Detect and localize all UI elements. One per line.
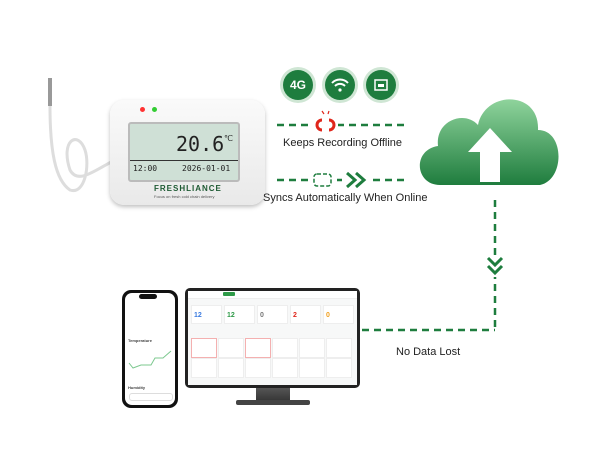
online-label: Syncs Automatically When Online: [263, 192, 428, 204]
red-led: [140, 107, 145, 112]
temperature-reading: 20.6: [176, 132, 225, 156]
double-chevron-down-icon: [486, 255, 504, 277]
offline-label: Keeps Recording Offline: [283, 137, 403, 149]
phone-temperature-chart: [128, 350, 172, 369]
desktop-monitor: 12 12 0 2 0: [185, 288, 360, 388]
data-logger-device: 20.6 ℃ 12:00 2026-01-01 FRESHLIANCE Focu…: [110, 100, 265, 205]
monitor-stand: [256, 388, 290, 402]
double-chevron-right-icon: [342, 171, 372, 189]
link-icon: [310, 172, 336, 188]
temperature-unit: ℃: [224, 134, 233, 143]
brand-tagline: Focus on fresh cold chain delivery: [154, 194, 215, 199]
ethernet-icon: [366, 70, 396, 100]
no-data-lost-label: No Data Lost: [396, 346, 461, 358]
monitor-base: [236, 400, 310, 405]
4g-icon: 4G: [283, 70, 313, 100]
wifi-icon: [325, 70, 355, 100]
time-reading: 12:00: [133, 164, 158, 173]
web-dashboard: 12 12 0 2 0: [188, 291, 357, 385]
temperature-probe: [48, 78, 116, 192]
cloud-upload-icon: [419, 99, 559, 185]
stat-card: 0: [257, 305, 288, 324]
green-led: [152, 107, 157, 112]
phone-chart-title: Temperature: [128, 338, 152, 343]
lcd-display: 20.6 ℃ 12:00 2026-01-01: [128, 122, 240, 182]
brand-logo: FRESHLIANCE: [154, 184, 222, 193]
smartphone-app: Temperature Humidity: [122, 290, 178, 408]
stat-card: 2: [290, 305, 321, 324]
stat-card: 12: [224, 305, 255, 324]
broken-link-icon: [312, 110, 338, 132]
phone-section-title: Humidity: [128, 385, 146, 390]
date-reading: 2026-01-01: [182, 164, 231, 173]
stat-card: 0: [323, 305, 354, 324]
stat-card: 12: [191, 305, 222, 324]
phone-button[interactable]: [129, 393, 173, 401]
